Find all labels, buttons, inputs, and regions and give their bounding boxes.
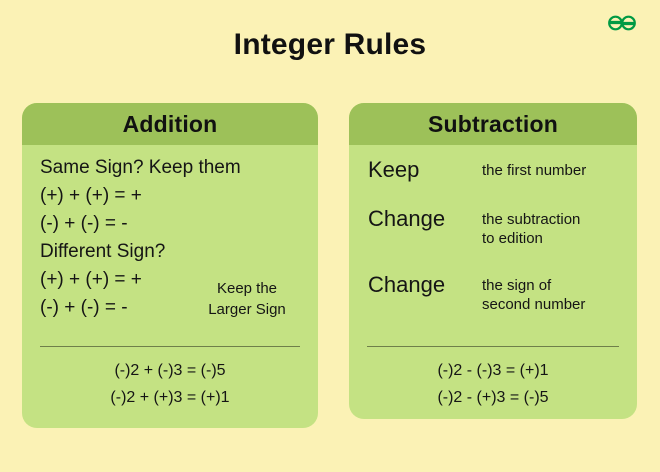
addition-rule-line: Different Sign? bbox=[40, 241, 166, 262]
subtraction-rule-description: the first number bbox=[482, 162, 587, 179]
subtraction-rule-keyword: Keep bbox=[368, 157, 420, 182]
gfg-logo-icon bbox=[608, 15, 636, 31]
addition-rule-line: (+) + (+) = + bbox=[40, 185, 142, 206]
addition-rule-line: Same Sign? Keep them bbox=[40, 157, 241, 178]
subtraction-rule-keyword: Change bbox=[368, 272, 446, 297]
addition-card: Addition Same Sign? Keep them (+) + (+) … bbox=[22, 103, 318, 428]
subtraction-divider bbox=[367, 346, 619, 347]
addition-rule-line: (-) + (-) = - bbox=[40, 213, 128, 234]
subtraction-rule-row: Keep the first number bbox=[349, 157, 637, 182]
subtraction-card-body: Keep the first number Change the subtrac… bbox=[349, 145, 637, 419]
subtraction-card: Subtraction Keep the first number Change… bbox=[349, 103, 637, 419]
addition-card-body: Same Sign? Keep them (+) + (+) = + (-) +… bbox=[22, 145, 318, 428]
addition-rule-line: (-) + (-) = - bbox=[40, 297, 128, 318]
addition-rule-line: (+) + (+) = + bbox=[40, 269, 142, 290]
page-title: Integer Rules bbox=[233, 28, 427, 61]
subtraction-example-line: (-)2 - (+)3 = (-)5 bbox=[437, 389, 549, 406]
addition-example-line: (-)2 + (+)3 = (+)1 bbox=[110, 389, 230, 406]
subtraction-rules-list: Keep the first number Change the subtrac… bbox=[349, 145, 637, 314]
geeksforgeeks-logo bbox=[600, 10, 642, 36]
subtraction-rule-keyword: Change bbox=[368, 206, 446, 231]
addition-rules-list: Same Sign? Keep them (+) + (+) = + (-) +… bbox=[22, 145, 318, 322]
addition-examples: (-)2 + (-)3 = (-)5 (-)2 + (+)3 = (+)1 bbox=[22, 357, 318, 411]
addition-note-line: Larger Sign bbox=[208, 301, 286, 318]
addition-example-line: (-)2 + (-)3 = (-)5 bbox=[114, 362, 226, 379]
subtraction-examples: (-)2 - (-)3 = (+)1 (-)2 - (+)3 = (-)5 bbox=[349, 357, 637, 411]
addition-divider bbox=[40, 346, 300, 347]
addition-note-line: Keep the bbox=[216, 280, 278, 297]
addition-note: Keep the Larger Sign bbox=[192, 278, 302, 320]
subtraction-card-header: Subtraction bbox=[349, 103, 637, 145]
addition-card-header: Addition bbox=[22, 103, 318, 145]
subtraction-example-line: (-)2 - (-)3 = (+)1 bbox=[437, 362, 549, 379]
